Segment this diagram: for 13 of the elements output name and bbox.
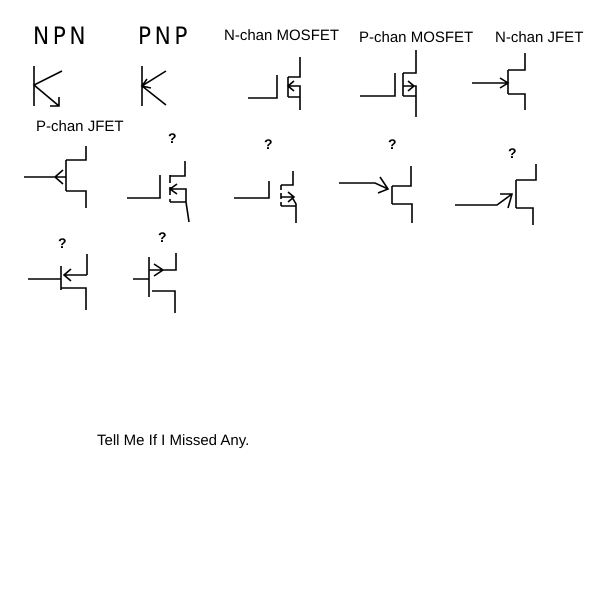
symbol-label: P-chan MOSFET [359,30,474,45]
symbol-label: PNP [138,24,192,48]
note-text: Tell Me If I Missed Any. [97,433,250,448]
question-mark: ? [168,131,177,145]
question-mark: ? [388,137,397,151]
question-mark: ? [158,230,167,244]
symbol-label: N-chan JFET [495,30,584,45]
question-mark: ? [508,146,517,160]
symbol-label: P-chan JFET [36,119,124,134]
symbol-label: NPN [33,24,90,48]
question-mark: ? [264,137,273,151]
question-mark: ? [58,236,67,250]
symbol-label: N-chan MOSFET [224,28,340,43]
